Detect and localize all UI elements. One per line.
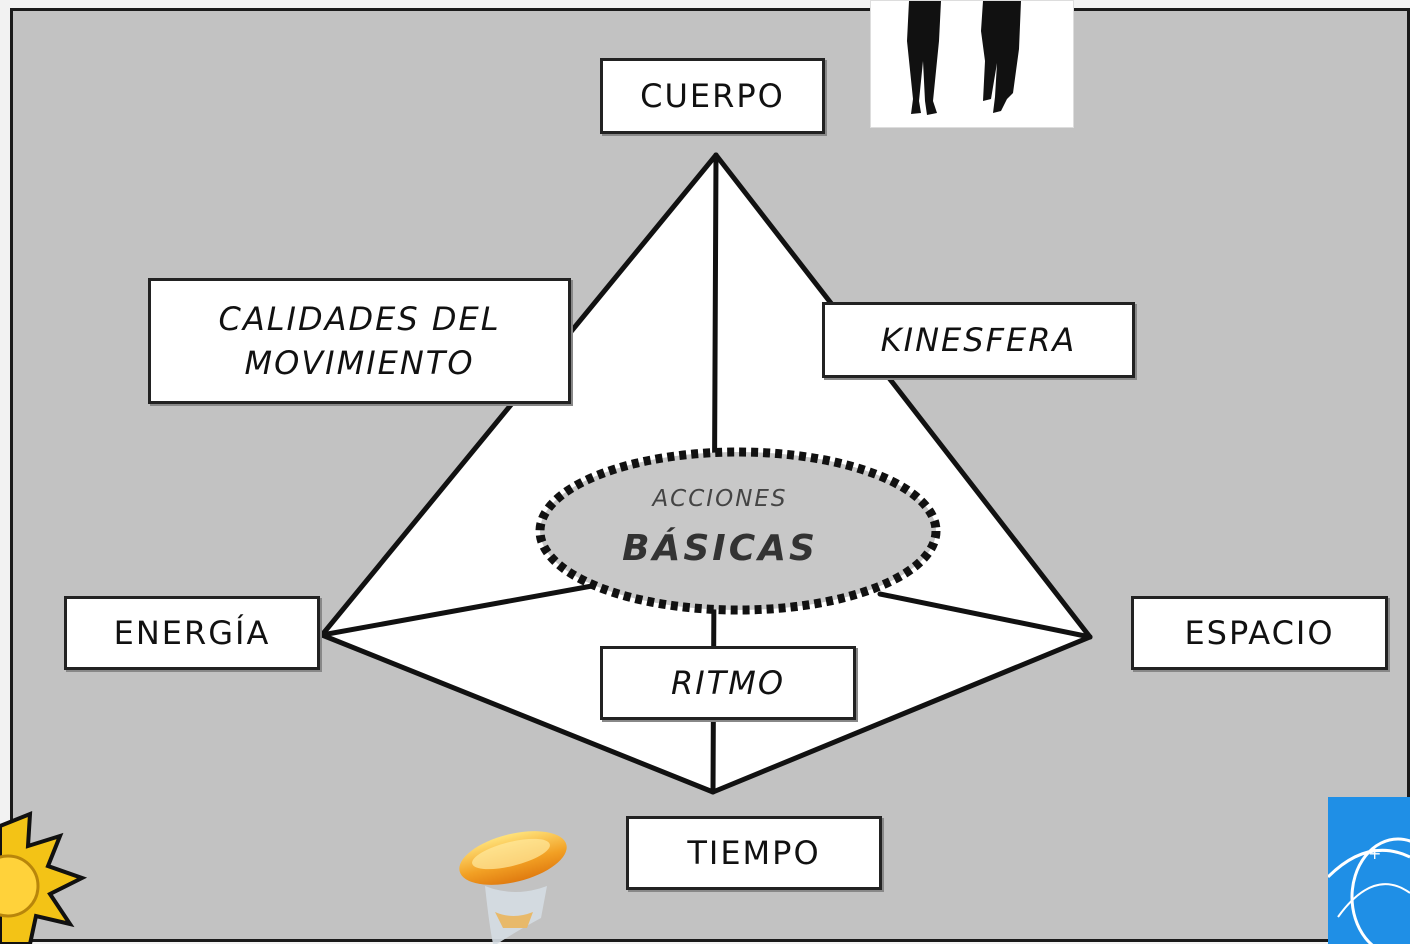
node-ritmo: RITMO	[600, 646, 856, 720]
node-energia: ENERGÍA	[64, 596, 320, 670]
globe-icon: +	[1328, 797, 1410, 944]
center-label-basicas: BÁSICAS	[622, 528, 818, 569]
center-label-acciones: ACCIONES	[652, 486, 788, 512]
hourglass-icon	[459, 831, 567, 944]
node-espacio-label: ESPACIO	[1184, 614, 1335, 652]
node-cuerpo: CUERPO	[600, 58, 825, 134]
node-espacio: ESPACIO	[1131, 596, 1388, 670]
node-cuerpo-label: CUERPO	[640, 77, 785, 115]
edge-espacio-center	[877, 591, 1093, 640]
pyramid-face-left	[322, 155, 716, 792]
node-ritmo-label: RITMO	[670, 664, 785, 702]
node-calidades-line2: MOVIMIENTO	[244, 344, 475, 382]
edge-espacio-tiempo	[710, 634, 1093, 795]
node-calidades-line1: CALIDADES DEL	[218, 300, 501, 338]
edge-energia-center	[319, 583, 595, 638]
node-kinesfera-label: KINESFERA	[880, 321, 1077, 359]
node-kinesfera: KINESFERA	[822, 302, 1135, 378]
svg-text:+: +	[1368, 844, 1381, 863]
node-energia-label: ENERGÍA	[113, 614, 271, 652]
edge-apex-espacio	[713, 152, 1093, 640]
sun-icon	[0, 810, 88, 944]
edge-energia-tiempo	[319, 632, 716, 795]
node-calidades: CALIDADES DEL MOVIMIENTO	[148, 278, 571, 404]
pyramid-face-right	[713, 155, 1090, 792]
node-tiempo-label: TIEMPO	[687, 834, 821, 872]
center-ellipse	[535, 447, 941, 615]
node-tiempo: TIEMPO	[626, 816, 882, 890]
people-silhouette-icon	[870, 0, 1074, 128]
